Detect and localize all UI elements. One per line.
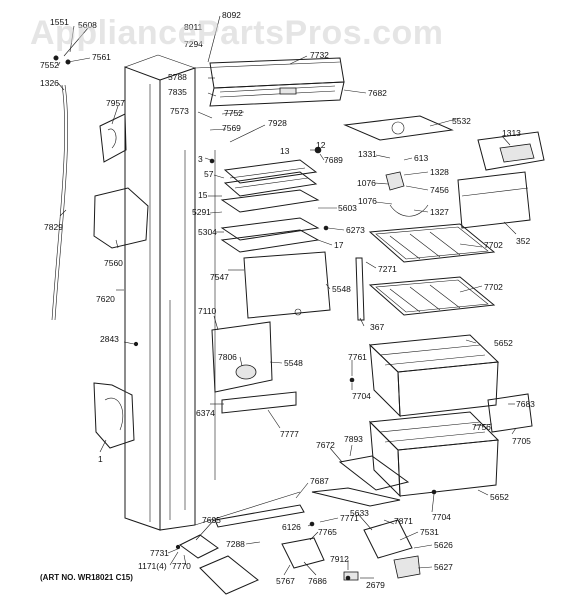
part-label: 1326 [40, 78, 59, 88]
part-label: 7560 [104, 258, 123, 268]
part-label: 613 [414, 153, 428, 163]
part-label: 7547 [210, 272, 229, 282]
part-label: 367 [370, 322, 384, 332]
part-label: 7765 [318, 527, 337, 537]
part-label: 5548 [332, 284, 351, 294]
part-label: 5767 [276, 576, 295, 586]
part-label: 1076 [357, 178, 376, 188]
part-label: 13 [280, 146, 290, 156]
part-label: 7957 [106, 98, 125, 108]
part-label: 7687 [310, 476, 329, 486]
part-label: 3 [198, 154, 203, 164]
part-label: 7672 [316, 440, 335, 450]
part-label: 7569 [222, 123, 241, 133]
part-label: 7110 [198, 306, 217, 316]
part-label: 5627 [434, 562, 453, 572]
part-label: 7620 [96, 294, 115, 304]
part-label: 7686 [308, 576, 327, 586]
part-label: 7561 [92, 52, 111, 62]
part-label: 7893 [344, 434, 363, 444]
part-label: 6374 [196, 408, 215, 418]
part-label: 7752 [224, 108, 243, 118]
part-label: 7689 [324, 155, 343, 165]
part-label: 7928 [268, 118, 287, 128]
part-label: 7456 [430, 185, 449, 195]
part-label: 7704 [352, 391, 371, 401]
part-label: 1551 [50, 17, 69, 27]
part-label: 7756 [472, 422, 491, 432]
part-number-labels: 1551 5608 7561 7552 1326 8092 8011 7294 … [40, 10, 535, 590]
part-label: 7702 [484, 282, 503, 292]
part-label: 1327 [430, 207, 449, 217]
drawer-rails [311, 393, 533, 507]
part-label: 57 [204, 169, 214, 179]
part-label: 7771 [340, 513, 359, 523]
part-label: 7704 [432, 512, 451, 522]
leader-lines [57, 15, 517, 579]
part-label: 7731 [150, 548, 169, 558]
part-label: 7835 [168, 87, 187, 97]
icemaker-assembly [385, 131, 545, 229]
part-label: 2679 [366, 580, 385, 590]
part-label: 8092 [222, 10, 241, 20]
part-label: 5633 [350, 508, 369, 518]
part-label: 5548 [284, 358, 303, 368]
part-label: 1171(4) [138, 561, 167, 571]
part-label: 2843 [100, 334, 119, 344]
part-label: 7573 [170, 106, 189, 116]
part-label: 1328 [430, 167, 449, 177]
part-label: 12 [316, 140, 326, 150]
part-label: 5652 [494, 338, 513, 348]
part-label: 15 [198, 190, 208, 200]
part-label: 7705 [512, 436, 531, 446]
icemaker-shelf-and-tray [220, 115, 454, 319]
part-label: 1 [98, 454, 103, 464]
part-label: 7683 [516, 399, 535, 409]
part-label: 5626 [434, 540, 453, 550]
top-air-duct [209, 57, 345, 107]
part-label: 352 [516, 236, 530, 246]
part-label: 1313 [502, 128, 521, 138]
part-label: 5603 [338, 203, 357, 213]
part-label: 7912 [330, 554, 349, 564]
part-label: 7777 [280, 429, 299, 439]
part-label: 17 [334, 240, 344, 250]
part-label: 5608 [78, 20, 97, 30]
insulation-bags [93, 113, 149, 449]
part-label: 1331 [358, 149, 377, 159]
part-label: 1076 [358, 196, 377, 206]
part-label: 7871 [394, 516, 413, 526]
part-label: 5652 [490, 492, 509, 502]
part-label: 7682 [368, 88, 387, 98]
part-label: 7732 [310, 50, 329, 60]
part-label: 5304 [198, 227, 217, 237]
control-box [211, 321, 297, 414]
part-label: 7702 [484, 240, 503, 250]
crisper-drawers [368, 334, 500, 498]
part-label: 7294 [184, 39, 203, 49]
part-label: 5532 [452, 116, 471, 126]
part-label: 7770 [172, 561, 191, 571]
part-label: 7806 [218, 352, 237, 362]
part-label: 7271 [378, 264, 397, 274]
part-label: 6273 [346, 225, 365, 235]
part-label: 5788 [168, 72, 187, 82]
part-label: 7761 [348, 352, 367, 362]
part-label: 5291 [192, 207, 211, 217]
wire-shelves [355, 223, 496, 321]
part-label: 7829 [44, 222, 63, 232]
part-label: 7288 [226, 539, 245, 549]
part-label: 7552 [40, 60, 59, 70]
watermark: AppliancePartsPros.com [30, 14, 443, 52]
part-label: 6126 [282, 522, 301, 532]
art-number: (ART NO. WR18021 C15) [40, 573, 133, 582]
part-label: 8011 [184, 22, 203, 32]
part-label: 7695 [202, 515, 221, 525]
part-label: 7531 [420, 527, 439, 537]
bottom-parts [179, 504, 421, 595]
fresh-food-liner-drawing [51, 54, 341, 531]
